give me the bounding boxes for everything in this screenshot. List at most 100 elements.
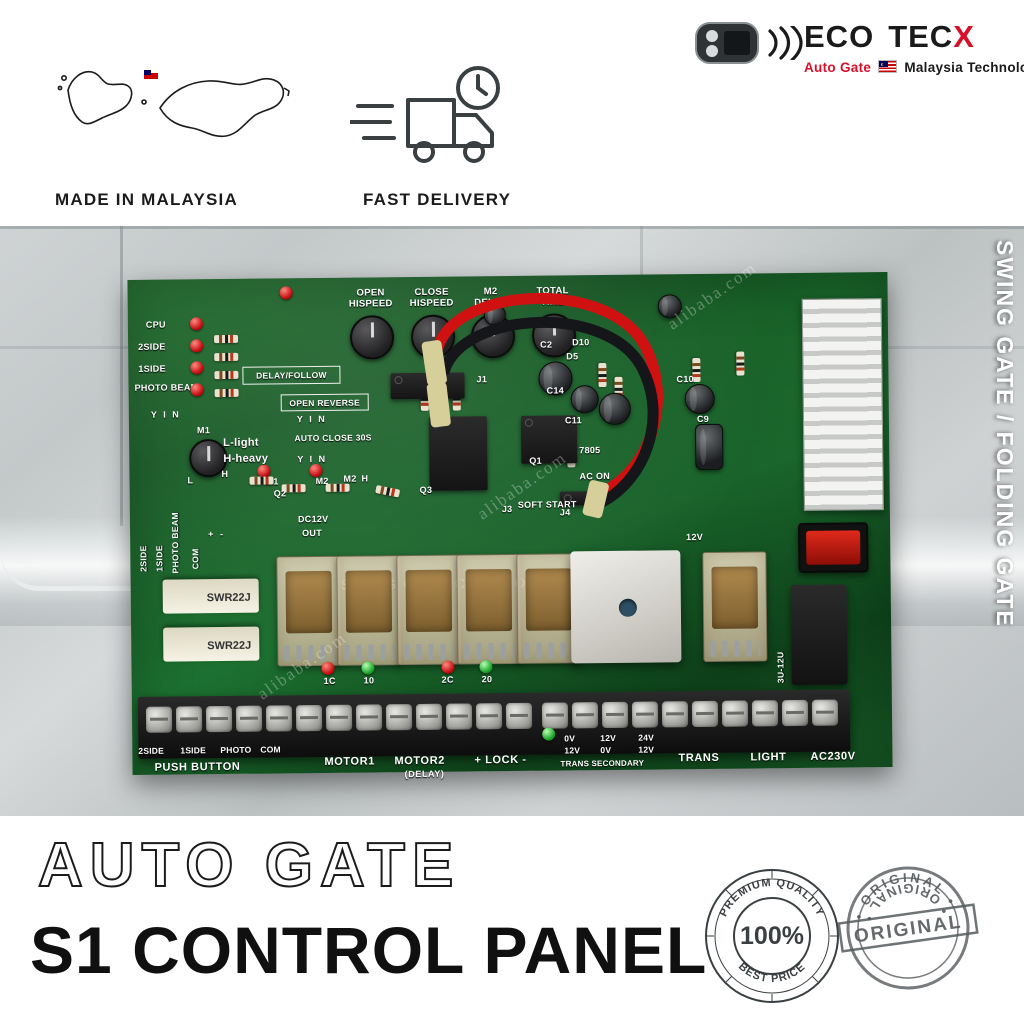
fuse-holder-2: SWR22J: [163, 626, 260, 662]
mark-1c: 1C: [323, 675, 336, 686]
terminal-label-12v-2: 12V: [600, 732, 617, 744]
led-photo-beam: [190, 383, 204, 397]
terminal-label-12v-3: 12V: [638, 744, 655, 755]
terminal-group-motor2-delay: (DELAY): [404, 768, 445, 780]
jumper-open-reverse: OPEN REVERSE: [280, 393, 369, 412]
pin-label-1side: 1SIDE: [154, 545, 165, 572]
fuse-block: [790, 584, 848, 686]
led-1side: [190, 361, 204, 375]
signal-waves-icon: [764, 24, 804, 62]
led-relay-1c: [321, 661, 335, 675]
terminal-group-light: LIGHT: [750, 751, 787, 764]
terminal-label-0v-1: 0V: [564, 733, 576, 744]
fuse-text-1: SWR22J: [206, 591, 251, 605]
malaysia-flag-icon: [878, 60, 898, 73]
brand-tec: TEC: [888, 19, 954, 54]
terminal-group-push-button: PUSH BUTTON: [154, 760, 241, 774]
badge-center-text: 100%: [740, 922, 804, 950]
brand-x: X: [953, 19, 975, 54]
delivery-truck-icon: [348, 60, 520, 180]
terminal-group-ac230v: AC230V: [810, 750, 856, 763]
brand-wordmark: ECO TECX: [804, 20, 975, 54]
fuse-text-2: SWR22J: [207, 639, 252, 653]
terminal-label-2side: 2SIDE: [138, 745, 164, 756]
led-power-indicator: [542, 727, 556, 741]
pin-label-com: COM: [190, 548, 201, 570]
brand-logo: ECO TECX Auto Gate Malaysia Technology: [692, 18, 1024, 92]
torque-label-h: H: [221, 468, 229, 480]
terminal-group-motor2: MOTOR2: [394, 754, 446, 768]
terminal-label-12v-1: 12V: [564, 745, 581, 756]
relay-3: [396, 554, 462, 666]
svg-text:BEST PRICE: BEST PRICE: [736, 961, 808, 986]
pin-label-plus: +: [208, 529, 214, 540]
led-power-top: [279, 286, 293, 300]
terminal-label-com: COM: [260, 744, 281, 755]
fuse-holder-1: SWR22J: [162, 578, 259, 614]
mark-2c: 2C: [441, 674, 454, 685]
terminal-label-0v-2: 0V: [600, 744, 612, 756]
terminal-group-lock: + LOCK -: [474, 753, 527, 767]
premium-quality-badge: PREMIUM QUALITY 100% BEST PRICE: [702, 866, 842, 1006]
led-label-2side: 2SIDE: [138, 341, 166, 352]
malaysia-map-outline-icon: [48, 48, 298, 168]
title-auto-gate: AUTO GATE: [37, 830, 461, 901]
jumper-auto-close: AUTO CLOSE 30S: [294, 431, 372, 443]
led-label-cpu: CPU: [145, 319, 166, 330]
tagline-technology: Malaysia Technology: [904, 60, 1024, 75]
torque-label-h-right: H: [361, 473, 369, 484]
brand-tagline: Auto Gate Malaysia Technology: [804, 60, 1024, 75]
relay-2: [336, 555, 402, 666]
brand-eco: ECO: [804, 19, 875, 54]
led-relay-2o: [479, 660, 493, 674]
terminal-group-motor1: MOTOR1: [324, 755, 376, 768]
gate-remote-icon: [692, 20, 762, 66]
motor-label-m2: M2: [343, 473, 357, 484]
relay-4: [456, 553, 522, 665]
relay-6: [702, 551, 768, 662]
led-2side: [190, 339, 204, 353]
led-label-1side: 1SIDE: [138, 363, 166, 374]
led-relay-2c: [441, 660, 455, 674]
battery-wire-loop: [421, 292, 663, 519]
terminal-label-1side: 1SIDE: [180, 745, 206, 756]
bottom-banner: AUTO GATE S1 CONTROL PANEL PREMIUM QUALI…: [0, 816, 1024, 1024]
mark-2o: 20: [481, 674, 493, 685]
label-dc12v: DC12V: [297, 513, 329, 525]
original-stamp: • ORIGINAL • ORIGINAL • ORIGINAL •: [818, 862, 998, 994]
led-m2-indicator: [309, 463, 323, 478]
mark-1o: 10: [363, 675, 375, 686]
terminal-group-trans-secondary: TRANS SECONDARY: [560, 758, 645, 769]
jumper-yn-left: Y I N: [150, 409, 181, 420]
jumper-delay-follow: DELAY/FOLLOW: [242, 365, 341, 385]
motor-label-m1: M1: [196, 425, 211, 436]
terminal-label-24v: 24V: [638, 732, 655, 743]
ref-q2: Q2: [273, 488, 287, 499]
made-in-malaysia-label: MADE IN MALAYSIA: [55, 190, 238, 209]
pin-label-minus: -: [220, 529, 224, 540]
led-label-photo-beam: PHOTO BEAM: [134, 382, 199, 393]
badge-bottom-text: BEST PRICE: [736, 961, 807, 986]
led-relay-1o: [361, 661, 375, 675]
malaysia-flag-marker: [144, 70, 158, 79]
title-s1-control-panel: S1 CONTROL PANEL: [30, 913, 708, 987]
transformer: [570, 550, 682, 664]
photo-side-caption: SWING GATE / FOLDING GATE: [992, 240, 1018, 628]
background-wire: [0, 526, 150, 591]
label-transformer-tap: 3U-12U: [775, 651, 786, 684]
power-rocker-switch[interactable]: [798, 522, 869, 573]
label-battery-12v: 12V: [686, 531, 704, 543]
label-dc-out: OUT: [302, 527, 323, 539]
pin-label-photo-beam: PHOTO BEAM: [169, 511, 181, 574]
fast-delivery-label: FAST DELIVERY: [363, 190, 512, 209]
jumper-auto-close-options: Y I N: [297, 453, 328, 465]
terminal-label-photo: PHOTO: [220, 744, 252, 756]
pin-label-2side: 2SIDE: [138, 545, 149, 572]
torque-label-l: L: [187, 475, 194, 486]
note-l-light: L-light: [223, 436, 259, 449]
terminal-group-trans: TRANS: [678, 751, 720, 765]
trimmer-open-hispeed: [349, 315, 395, 360]
